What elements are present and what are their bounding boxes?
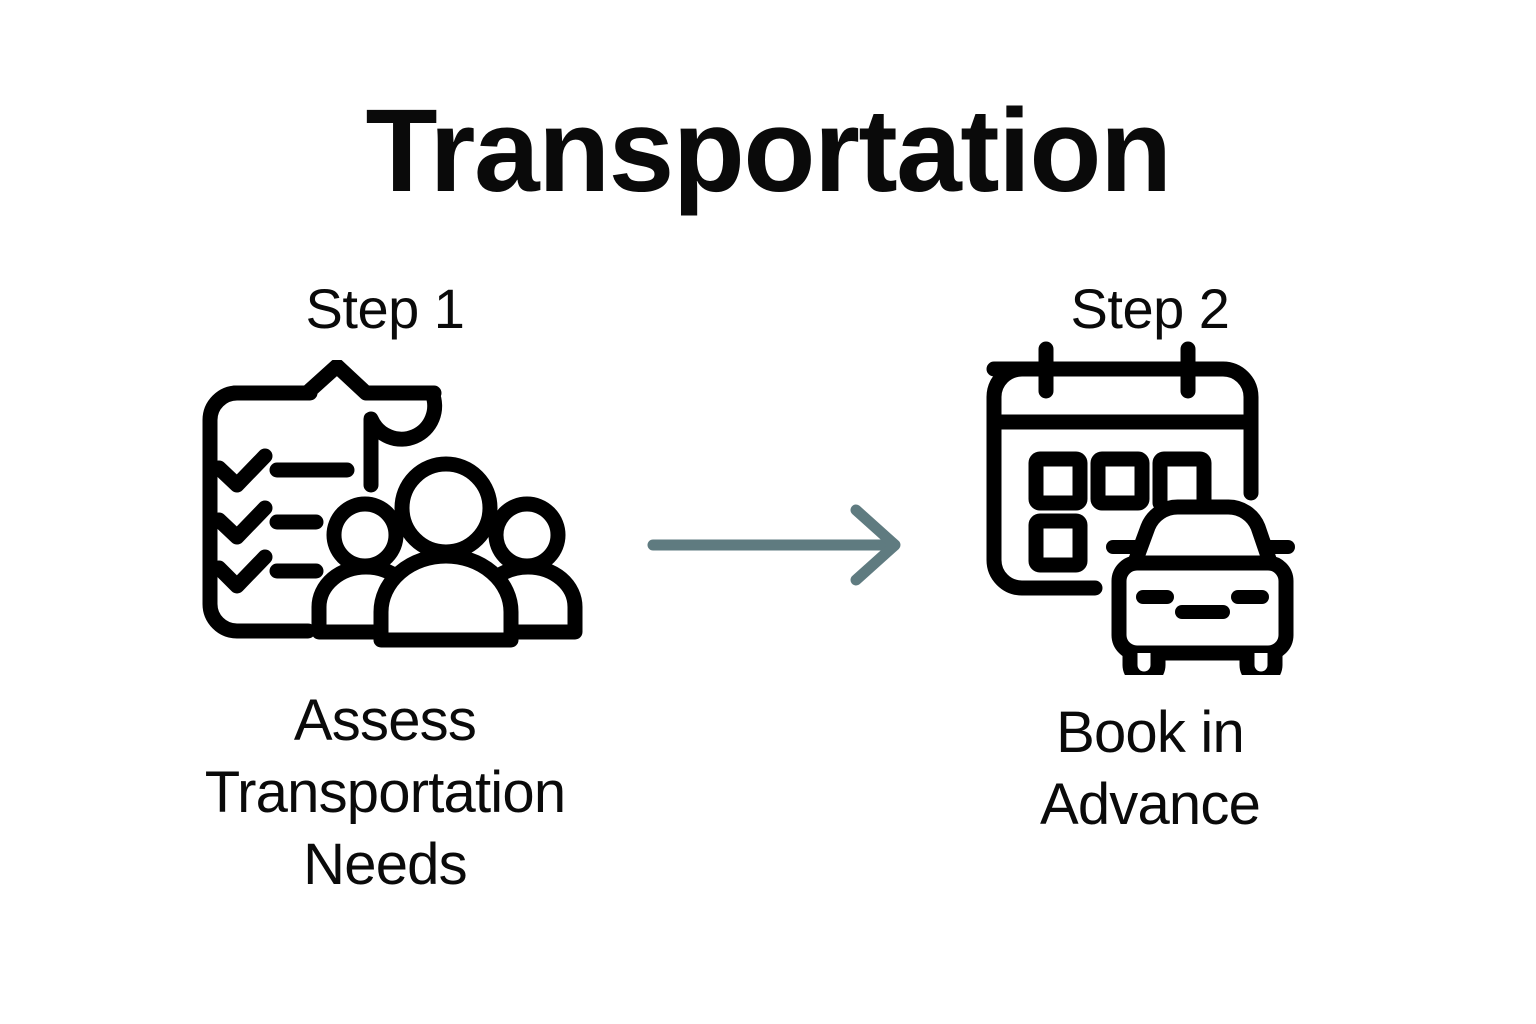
clipboard-board-right [359,385,443,493]
checkmark-1 [211,448,273,493]
person-left-head [326,496,404,574]
checkmark-3 [211,549,273,594]
arrow-head [850,504,901,586]
car-roof [1126,499,1279,573]
car-icon [1106,499,1295,675]
step-1-icon [175,359,595,648]
step-2-caption-line-2: Advance [1039,771,1261,837]
step-1-caption-line-2: Transportation [204,759,566,825]
step-1-group: Step 1 [125,277,645,901]
step-2-caption-line-1: Book in [1056,699,1245,765]
calendar-day-1 [1028,451,1088,511]
calendar-day-2 [1090,451,1150,511]
step-2-icon [980,341,1320,675]
clipboard-clip-tent-top [227,359,442,401]
people-group [311,456,583,648]
person-right-head [488,496,566,574]
clipboard-board-left [202,385,318,639]
car-wheel-left [1122,645,1166,675]
person-center-body [373,548,519,648]
step-1-label: Step 1 [305,277,465,340]
calendar-day-3 [1152,451,1212,511]
page-title: Transportation [365,85,1172,217]
step-1-caption: Assess Transportation Needs [205,685,566,901]
step-2-label: Step 2 [1070,277,1230,340]
clipboard-checklist-people-icon [202,359,583,648]
calendar-frame-top-right [986,361,1259,501]
checkmark-2 [211,500,273,545]
person-center-head [394,456,498,560]
step-1-caption-line-1: Assess [293,687,477,753]
step-1-caption-line-3: Needs [303,831,467,897]
step-2-group: Step 2 [890,277,1410,841]
step-2-caption: Book in Advance [1039,697,1261,841]
calendar-car-icon [986,341,1295,675]
flow-arrow [645,495,910,595]
car-wheel-right [1239,645,1283,675]
right-arrow-icon [647,504,901,586]
calendar-day-4 [1028,513,1088,573]
